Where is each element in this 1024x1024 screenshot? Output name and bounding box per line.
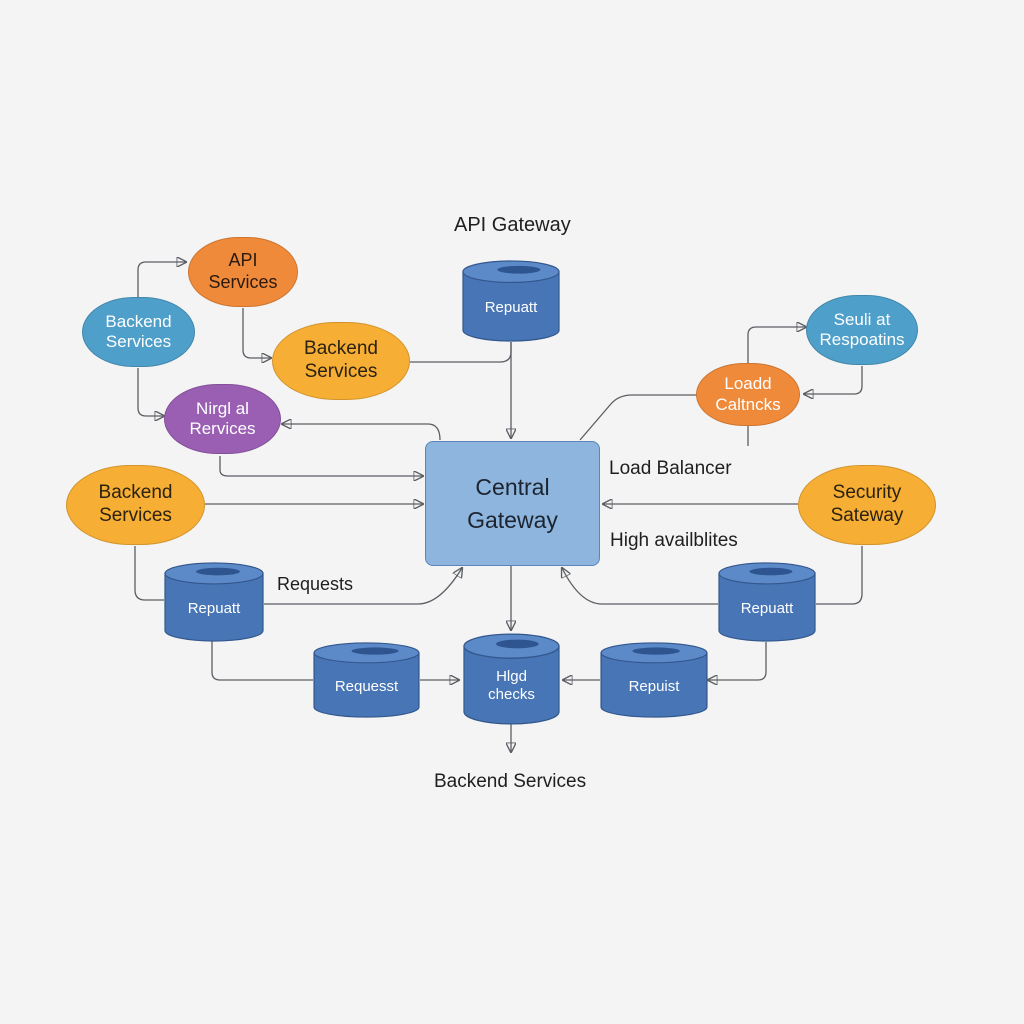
requests-label: Requests <box>277 574 354 594</box>
left-cylinder-node[interactable]: Repuatt <box>164 562 264 642</box>
edge-left-cylinder-to-gateway <box>264 568 462 605</box>
backend-services-mid-line1: Backend <box>304 338 378 360</box>
load-callbacks-line2: Caltncks <box>715 394 781 414</box>
backend-services-left-line1: Backend <box>98 482 173 504</box>
backend-services-mid-node[interactable]: Backend Services <box>272 322 410 400</box>
edge-teal-to-api <box>137 262 186 298</box>
result-response-line2: Respoatins <box>819 330 905 349</box>
central-gateway-line1: Central <box>475 474 550 501</box>
health-checks-line2: checks <box>488 686 535 703</box>
edge-result-to-load <box>804 366 863 394</box>
backend-services-left-line2: Services <box>99 505 172 526</box>
purple-services-line1: Nirgl al <box>196 398 249 418</box>
database-cylinder-icon <box>463 633 560 725</box>
edge-gateway-to-load <box>579 394 697 441</box>
security-gateway-node[interactable]: Security Sateway <box>798 465 936 545</box>
api-gateway-label: API Gateway <box>454 214 571 236</box>
security-gateway-line1: Security <box>832 482 902 504</box>
edge-gateway-to-purple <box>282 424 441 441</box>
edge-api-to-backend <box>242 308 271 358</box>
top-cylinder-node[interactable]: Repuatt <box>462 260 560 342</box>
edge-backend-yellow-to-left-cylinder <box>134 546 164 601</box>
backend-services-teal-line1: Backend <box>105 311 172 331</box>
edge-left-cylinder-to-request <box>211 640 313 681</box>
api-services-line1: API <box>228 250 258 271</box>
result-response-node[interactable]: Seuli at Respoatins <box>806 295 918 365</box>
edge-load-to-result <box>747 327 806 364</box>
health-checks-line1: Hlgd <box>496 668 527 685</box>
purple-services-node[interactable]: Nirgl al Rervices <box>164 384 281 454</box>
api-services-node[interactable]: API Services <box>188 237 298 307</box>
purple-services-line2: Rervices <box>189 419 256 438</box>
result-response-line1: Seuli at <box>833 309 891 329</box>
database-cylinder-icon <box>718 562 816 642</box>
load-balancer-label: Load Balancer <box>609 458 732 479</box>
database-cylinder-icon <box>462 260 560 342</box>
edge-teal-to-purple <box>137 368 164 416</box>
health-checks-node[interactable]: Hlgd checks <box>463 633 560 725</box>
right-cylinder-label: Repuatt <box>740 600 794 617</box>
right-cylinder-node[interactable]: Repuatt <box>718 562 816 642</box>
left-cylinder-label: Repuatt <box>187 600 241 617</box>
database-cylinder-icon <box>600 642 708 718</box>
right-low-cylinder-node[interactable]: Repuist <box>600 642 708 718</box>
central-gateway-line2: Gateway <box>467 506 558 533</box>
edge-purple-to-gateway <box>219 456 423 476</box>
edge-right-cylinder-to-right-low <box>708 642 767 680</box>
backend-services-bottom-label: Backend Services <box>434 771 587 792</box>
api-services-line2: Services <box>208 272 278 292</box>
edge-backend-to-top-cylinder <box>410 342 512 363</box>
top-cylinder-label: Repuatt <box>484 299 538 316</box>
high-availability-label: High availblites <box>610 530 738 551</box>
database-cylinder-icon <box>164 562 264 642</box>
database-cylinder-icon <box>313 642 420 718</box>
security-gateway-line2: Sateway <box>830 505 904 526</box>
backend-services-teal-node[interactable]: Backend Services <box>82 297 195 367</box>
load-callbacks-node[interactable]: Loadd Caltncks <box>696 363 800 426</box>
right-low-cylinder-label: Repuist <box>628 678 680 695</box>
central-gateway-node[interactable]: Central Gateway <box>425 441 600 566</box>
edge-security-to-right-cylinder <box>816 546 863 605</box>
backend-services-teal-line2: Services <box>105 332 172 351</box>
edge-right-cylinder-to-gateway <box>562 568 718 605</box>
backend-services-mid-line2: Services <box>304 361 378 382</box>
load-callbacks-line1: Loadd <box>724 374 772 394</box>
request-cylinder-node[interactable]: Requesst <box>313 642 420 718</box>
request-cylinder-label: Requesst <box>334 678 399 695</box>
backend-services-left-node[interactable]: Backend Services <box>66 465 205 545</box>
